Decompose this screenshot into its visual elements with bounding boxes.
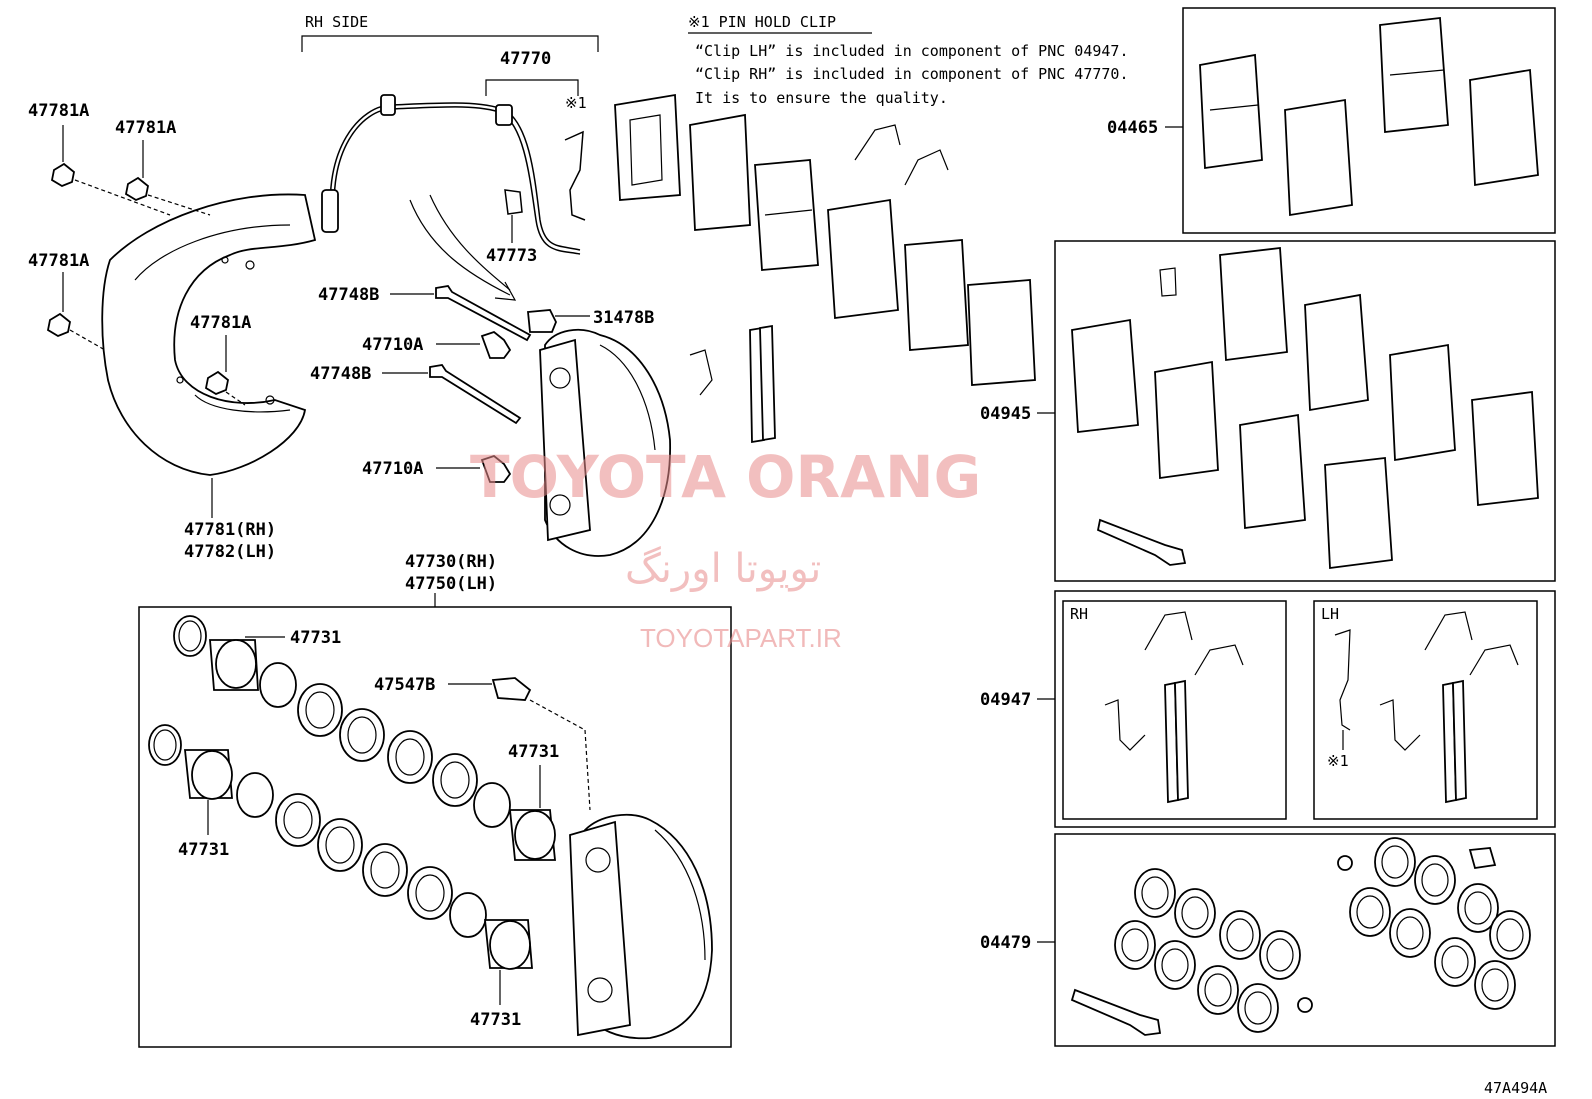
pin-hold-clip-rh (564, 130, 586, 221)
part-number-47731: 47731 (178, 840, 229, 860)
watermark-site: TOYOTAPART.IR (640, 623, 842, 653)
note-line-1: “Clip LH” is included in component of PN… (695, 42, 1128, 60)
dust-cover (101, 193, 317, 476)
caliper-kit-contents (148, 615, 713, 1040)
diagram-code: 47A494A (1484, 1079, 1547, 1097)
rh-box-label: RH (1070, 605, 1088, 623)
part-number-47781a: 47781A (28, 101, 89, 121)
pin-47748b-2: 47748B (310, 364, 522, 425)
lh-note-mark-1: ※1 (1327, 752, 1349, 770)
watermark-brand: TOYOTA ORANG (470, 443, 981, 511)
rh-side-label: RH SIDE (305, 13, 368, 31)
bolt-47781a-3: 47781A (28, 251, 106, 351)
bolt-47710a-1: 47710A (362, 330, 512, 359)
part-number-47731: 47731 (290, 628, 341, 648)
part-number-47731: 47731 (470, 1010, 521, 1030)
kit-04947: 04947 RH LH ※1 (980, 590, 1556, 828)
part-number-04465: 04465 (1107, 118, 1158, 138)
pin-hold-clip-note: ※1 PIN HOLD CLIP “Clip LH” is included i… (688, 13, 1128, 107)
part-number-47547b: 47547B (374, 675, 435, 695)
upper-pads (614, 93, 1036, 444)
note-mark-1: ※1 (565, 94, 587, 112)
part-number-47781a: 47781A (115, 118, 176, 138)
pin-47748b-1: 47748B (318, 285, 532, 342)
note-line-2: “Clip RH” is included in component of PN… (695, 65, 1128, 83)
part-number-04479: 04479 (980, 933, 1031, 953)
part-number-47750-lh: 47750(LH) (405, 574, 497, 594)
sensor-connector (321, 189, 339, 233)
wire-grommet (495, 104, 513, 126)
caliper-upper (539, 328, 671, 557)
rh-side-group: RH SIDE (301, 13, 599, 52)
kit-04479: 04479 (980, 833, 1556, 1047)
wire-clamp (380, 94, 396, 116)
part-number-47710a: 47710A (362, 335, 423, 355)
sensor-clip (504, 189, 523, 215)
bolt-47781a-2: 47781A (115, 118, 211, 216)
bolt-47710a-2: 47710A (362, 454, 512, 483)
bolt-47781a-1: 47781A (28, 101, 171, 216)
bushing-31478b: 31478B (527, 308, 654, 333)
part-number-04947: 04947 (980, 690, 1031, 710)
part-number-47748b: 47748B (318, 285, 379, 305)
part-number-47773: 47773 (486, 246, 537, 266)
part-number-47710a: 47710A (362, 459, 423, 479)
kit-04465: 04465 (1107, 7, 1556, 234)
note-line-3: It is to ensure the quality. (695, 89, 948, 107)
lh-box-label: LH (1321, 605, 1339, 623)
part-number-47781-rh: 47781(RH) (184, 520, 276, 540)
part-number-47781a: 47781A (28, 251, 89, 271)
speed-sensor-wire: 47770 ※1 47773 (321, 49, 587, 266)
part-number-47731: 47731 (508, 742, 559, 762)
caliper-kit-box (138, 606, 732, 1048)
bolt-47781a-4: 47781A (190, 313, 251, 406)
watermark-brand-fa: تویوتا اورنگ (625, 546, 821, 592)
note-title: ※1 PIN HOLD CLIP (688, 13, 836, 31)
part-number-31478b: 31478B (593, 308, 654, 328)
part-number-47770: 47770 (500, 49, 551, 69)
kit-04945: 04945 (980, 240, 1556, 582)
part-number-47748b: 47748B (310, 364, 371, 384)
pin-hold-clip-lh (1334, 629, 1351, 731)
part-number-47730-rh: 47730(RH) (405, 552, 497, 572)
part-number-04945: 04945 (980, 404, 1031, 424)
part-number-47781a: 47781A (190, 313, 251, 333)
part-number-47782-lh: 47782(LH) (184, 542, 276, 562)
watermark: TOYOTA ORANG تویوتا اورنگ TOYOTAPART.IR (470, 443, 981, 653)
